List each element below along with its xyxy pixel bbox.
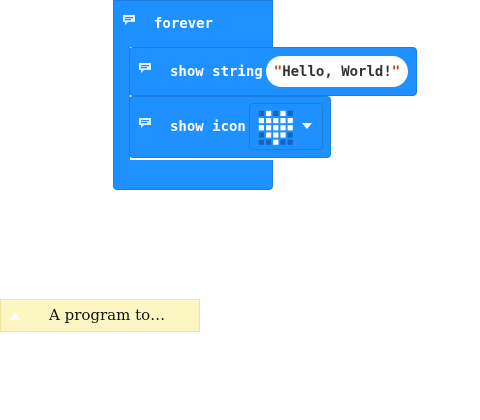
led-on (287, 118, 293, 124)
led-on (266, 132, 272, 138)
led-on (258, 125, 264, 131)
close-quote: " (391, 63, 401, 80)
heart-icon[interactable] (258, 110, 294, 146)
forever-block-footer[interactable] (113, 160, 273, 190)
chevron-down-icon[interactable] (302, 123, 312, 129)
led-off (287, 110, 293, 116)
string-value: Hello, World! (282, 63, 392, 80)
led-on (273, 118, 279, 124)
string-input[interactable]: " Hello, World! " (266, 56, 408, 87)
led-off (273, 110, 279, 116)
comment-icon[interactable] (138, 117, 152, 129)
led-off (258, 132, 264, 138)
forever-block-spine[interactable] (113, 46, 130, 166)
show-icon-label: show icon (170, 119, 246, 135)
forever-block-label: forever (154, 16, 214, 32)
led-on (266, 118, 272, 124)
led-on (258, 118, 264, 124)
led-off (280, 139, 286, 145)
led-on (287, 125, 293, 131)
open-quote: " (273, 63, 283, 80)
forever-block-header[interactable] (113, 0, 273, 47)
led-off (266, 139, 272, 145)
show-string-label: show string (170, 64, 263, 80)
led-on (280, 132, 286, 138)
led-on (266, 110, 272, 116)
led-on (266, 125, 272, 131)
led-on (280, 110, 286, 116)
led-on (280, 125, 286, 131)
led-on (273, 139, 279, 145)
led-on (280, 118, 286, 124)
led-off (287, 139, 293, 145)
led-off (287, 132, 293, 138)
led-off (258, 110, 264, 116)
expand-arrow-icon[interactable] (9, 313, 21, 320)
led-on (273, 132, 279, 138)
comment-bubble[interactable] (0, 299, 200, 332)
led-off (258, 139, 264, 145)
comment-icon[interactable] (122, 14, 136, 26)
comment-text[interactable]: A program to… (49, 306, 166, 324)
led-on (273, 125, 279, 131)
comment-icon[interactable] (138, 62, 152, 74)
